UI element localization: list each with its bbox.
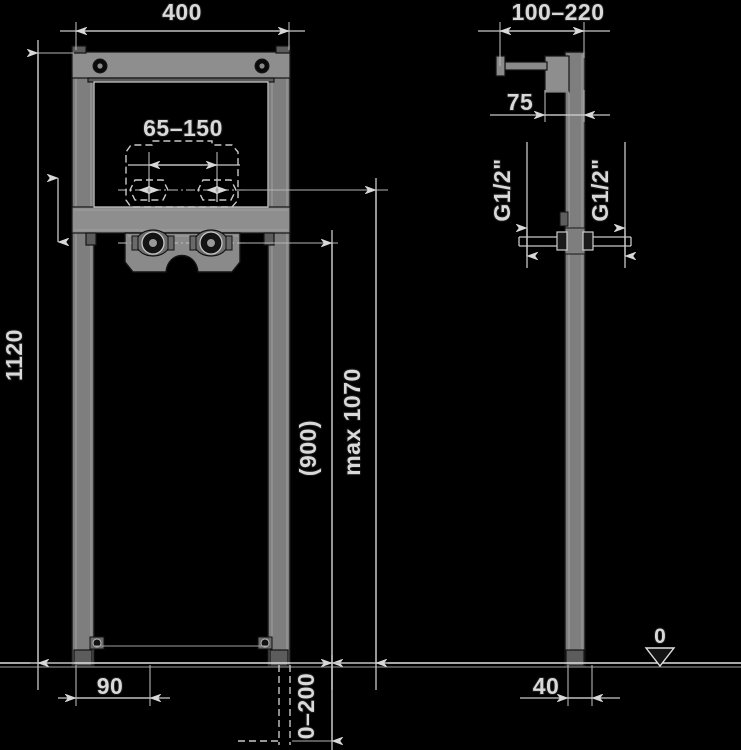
frame-middle-rail bbox=[71, 206, 291, 234]
bracket-right bbox=[263, 232, 275, 246]
dimension-foot-offset-front: 90 bbox=[58, 665, 170, 706]
dimension-100-220-label: 100–220 bbox=[511, 0, 604, 25]
dimension-90-label: 90 bbox=[97, 673, 124, 699]
foot-fixings bbox=[89, 636, 273, 650]
connection-callout-right: G1/2" bbox=[586, 142, 625, 268]
dimension-mixer-spacing: 65–150 bbox=[128, 114, 240, 200]
dimension-overall-height: 1120 bbox=[0, 40, 74, 690]
dimension-floor-buildup: 0–200 bbox=[292, 655, 340, 750]
dimension-0-200-label: 0–200 bbox=[293, 673, 319, 739]
frame-top-rail bbox=[71, 45, 291, 83]
dimension-900-label: (900) bbox=[295, 420, 321, 476]
dimension-65-150-label: 65–150 bbox=[143, 115, 223, 141]
concealed-mixer-hidden-outline bbox=[125, 140, 239, 208]
g-half-inch-right-label: G1/2" bbox=[587, 158, 613, 221]
dimension-40-label: 40 bbox=[533, 673, 560, 699]
dimension-overall-width: 400 bbox=[60, 0, 305, 50]
datum-label: 0 bbox=[654, 625, 666, 648]
dimension-1120-label: 1120 bbox=[1, 329, 27, 381]
dimension-400-label: 400 bbox=[162, 0, 202, 25]
front-view-frame bbox=[71, 45, 291, 667]
side-view-frame bbox=[495, 51, 632, 667]
dimension-max-1070-label: max 1070 bbox=[339, 368, 365, 476]
valve-connectors bbox=[118, 229, 246, 257]
dimension-foot-offset-side: 40 bbox=[520, 665, 620, 706]
dimension-75-label: 75 bbox=[507, 89, 534, 115]
reference-leaders bbox=[246, 189, 300, 244]
bracket-left bbox=[85, 232, 97, 246]
dimension-bracket-offset: 75 bbox=[490, 88, 610, 122]
dimension-outlet-height-nominal: (900) bbox=[245, 230, 338, 690]
below-floor-pipe bbox=[238, 665, 291, 745]
frame-left-foot bbox=[73, 649, 93, 667]
side-connection-fitting bbox=[518, 211, 632, 255]
g-half-inch-left-label: G1/2" bbox=[489, 158, 515, 221]
datum-symbol: 0 bbox=[644, 624, 676, 668]
frame-right-post bbox=[267, 51, 291, 667]
side-foot bbox=[565, 649, 585, 667]
connection-callout-left: G1/2" bbox=[488, 142, 527, 268]
frame-left-post bbox=[71, 51, 95, 667]
dimension-depth-range: 100–220 bbox=[478, 0, 610, 66]
